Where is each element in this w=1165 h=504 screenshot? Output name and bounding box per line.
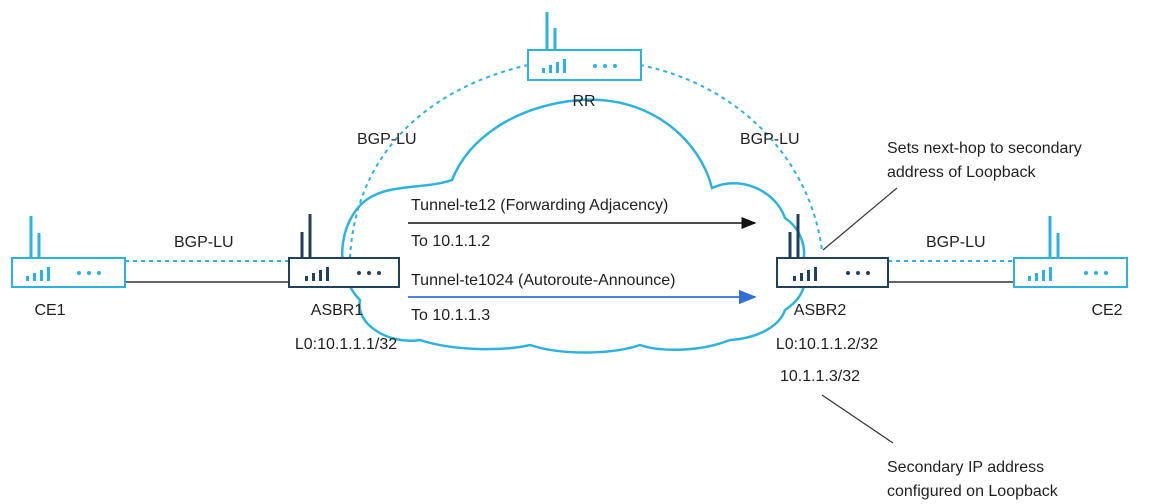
callout-secondary-line2: configured on Loopback (887, 483, 1059, 500)
bgp-lu-arc-right (639, 64, 823, 251)
bgp-lu-label-rr-left: BGP-LU (357, 131, 417, 148)
router-icon (11, 216, 126, 288)
asbr1-label: ASBR1 (311, 302, 364, 319)
callout-next-hop-line2: address of Loopback (887, 164, 1037, 181)
ce1-label: CE1 (34, 302, 65, 319)
router-icon (776, 214, 889, 288)
router-icon (527, 12, 642, 81)
bgp-lu-label-ce1: BGP-LU (174, 234, 234, 251)
tunnel-fa-dest: To 10.1.1.2 (411, 233, 490, 250)
tunnel-aa-name: Tunnel-te1024 (Autoroute-Announce) (411, 272, 675, 289)
bgp-lu-label-rr-right: BGP-LU (740, 131, 800, 148)
asbr1-loopback: L0:10.1.1.1/32 (295, 336, 397, 353)
bgp-lu-arc-left (349, 64, 529, 259)
mpls-cloud (340, 98, 806, 354)
router-icon (1013, 216, 1128, 288)
bgp-lu-label-ce2: BGP-LU (926, 234, 986, 251)
asbr2-label: ASBR2 (794, 302, 847, 319)
router-icon (288, 214, 400, 288)
callout-line-next-hop (822, 187, 898, 251)
rr-label: RR (572, 93, 595, 110)
tunnel-fa-name: Tunnel-te12 (Forwarding Adjacency) (411, 197, 668, 214)
tunnel-aa-dest: To 10.1.1.3 (411, 307, 490, 324)
ce2-label: CE2 (1091, 302, 1122, 319)
asbr2-loopback: L0:10.1.1.2/32 (776, 336, 878, 353)
callout-line-secondary (821, 394, 894, 444)
asbr2-secondary-ip: 10.1.1.3/32 (780, 368, 860, 385)
callout-next-hop-line1: Sets next-hop to secondary (887, 140, 1082, 157)
callout-secondary-line1: Secondary IP address (887, 459, 1044, 476)
